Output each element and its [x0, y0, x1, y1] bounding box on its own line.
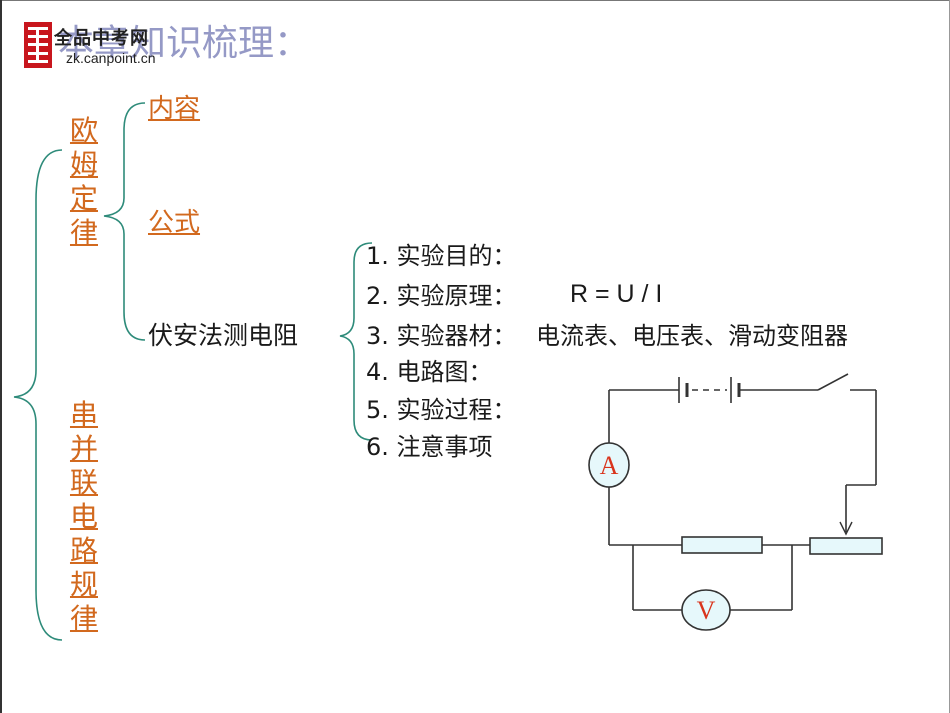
ammeter-label: A: [600, 451, 619, 480]
logo-seal-icon: [24, 22, 52, 68]
site-logo[interactable]: 全品中考网 zk.canpoint.cn: [24, 22, 180, 72]
experiment-item: 2. 实验原理：: [366, 282, 517, 310]
circuit-diagram: [608, 373, 877, 611]
branch-measure: 伏安法测电阻: [148, 321, 299, 350]
experiment-item: 6. 注意事项: [366, 433, 493, 461]
equipment-list: 电流表、电压表、滑动变阻器: [536, 322, 848, 350]
ammeter: [588, 442, 630, 488]
switch-blade: [817, 373, 849, 391]
branch-formula-link[interactable]: 公式: [148, 208, 201, 238]
slide-border-left: [0, 0, 2, 713]
experiment-brace: [339, 242, 373, 441]
slide-border-top: [0, 0, 950, 1]
experiment-item: 5. 实验过程：: [366, 396, 517, 424]
voltmeter: [681, 589, 731, 631]
experiment-item: 3. 实验器材：: [366, 322, 517, 350]
ohm-brace: [103, 102, 146, 341]
voltmeter-label: V: [697, 596, 716, 625]
main-brace: [13, 149, 63, 641]
logo-url: zk.canpoint.cn: [66, 50, 156, 66]
branch-content-link[interactable]: 内容: [148, 94, 201, 124]
experiment-item: 4. 电路图：: [366, 358, 493, 386]
logo-name: 全品中考网: [54, 28, 149, 49]
group-series-parallel[interactable]: 串并联电路规律: [69, 398, 98, 635]
rheostat: [809, 537, 883, 555]
experiment-item: 1. 实验目的：: [366, 242, 517, 270]
principle-formula: R = U / I: [570, 280, 663, 308]
group-ohm-law[interactable]: 欧姆定律: [69, 114, 98, 249]
slide-title: 本章知识梳理：: [58, 23, 311, 64]
resistor: [681, 536, 763, 554]
